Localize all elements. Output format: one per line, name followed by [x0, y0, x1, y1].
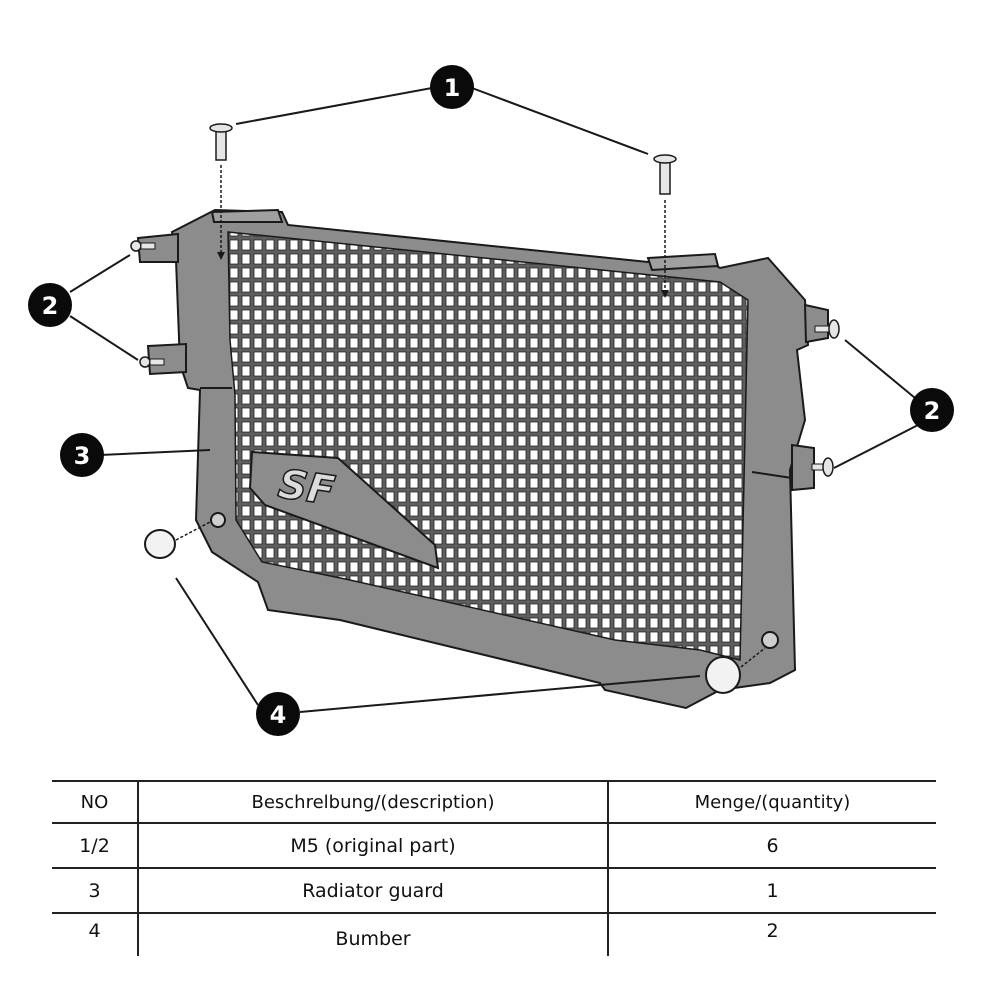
- radiator-guard: SF: [136, 208, 829, 710]
- right-tab-upper: [803, 303, 829, 344]
- bolt-left-upper: [130, 240, 156, 252]
- table-row: 4 Bumber 2: [52, 912, 936, 956]
- row-description: M5 (original part): [137, 822, 608, 868]
- callout-2-right: 2: [910, 388, 954, 432]
- row-description: Radiator guard: [137, 867, 608, 913]
- row-no: 4: [52, 912, 138, 956]
- bolt-right-lower: [811, 457, 834, 477]
- row-quantity: 2: [607, 912, 936, 956]
- left-tab-upper: [136, 232, 179, 263]
- exploded-diagram: SF: [28, 65, 954, 736]
- screw-left: [209, 123, 233, 260]
- bumper-right: [705, 647, 766, 694]
- right-tab-lower: [791, 443, 815, 492]
- callout-4: 4: [256, 692, 300, 736]
- header-description: Beschrelbung/(description): [137, 780, 608, 823]
- callout-2-left-label: 2: [42, 292, 59, 320]
- parts-table: NO Beschrelbung/(description) Menge/(qua…: [52, 780, 936, 956]
- right-slot: [751, 471, 793, 479]
- bumper-mount-left: [210, 512, 226, 528]
- callout-1: 1: [430, 65, 474, 109]
- bumper-left: [144, 521, 211, 559]
- table-row: 1/2 M5 (original part) 6: [52, 822, 936, 868]
- top-bracket-left: [210, 208, 284, 223]
- callout-3-label: 3: [74, 442, 91, 470]
- row-description-text: Radiator guard: [302, 879, 444, 902]
- guard-logo: SF: [275, 461, 337, 514]
- callout-1-label: 1: [444, 74, 461, 102]
- header-no: NO: [52, 780, 138, 823]
- bolt-right-upper: [814, 319, 840, 339]
- table-row: 3 Radiator guard 1: [52, 867, 936, 913]
- row-no: 1/2: [52, 822, 138, 868]
- logo-plate: [248, 450, 440, 570]
- table-header-row: NO Beschrelbung/(description) Menge/(qua…: [52, 780, 936, 823]
- hex-mesh-area: [227, 231, 749, 661]
- row-no: 3: [52, 867, 138, 913]
- callout-4-label: 4: [270, 701, 287, 729]
- header-quantity: Menge/(quantity): [607, 780, 936, 823]
- callout-2-left: 2: [28, 283, 72, 327]
- top-bracket-right: [646, 252, 720, 272]
- bolt-left-lower: [139, 356, 165, 368]
- row-quantity: 6: [607, 822, 936, 868]
- row-description-text: Bumber: [335, 928, 411, 950]
- leader-lines: [69, 87, 919, 713]
- callout-3: 3: [60, 433, 104, 477]
- bumper-mount-right: [761, 631, 779, 649]
- callout-2-right-label: 2: [924, 397, 941, 425]
- screw-right: [653, 154, 677, 298]
- row-description-text: M5 (original part): [290, 834, 456, 857]
- row-quantity: 1: [607, 867, 936, 913]
- row-description: Bumber: [137, 912, 608, 956]
